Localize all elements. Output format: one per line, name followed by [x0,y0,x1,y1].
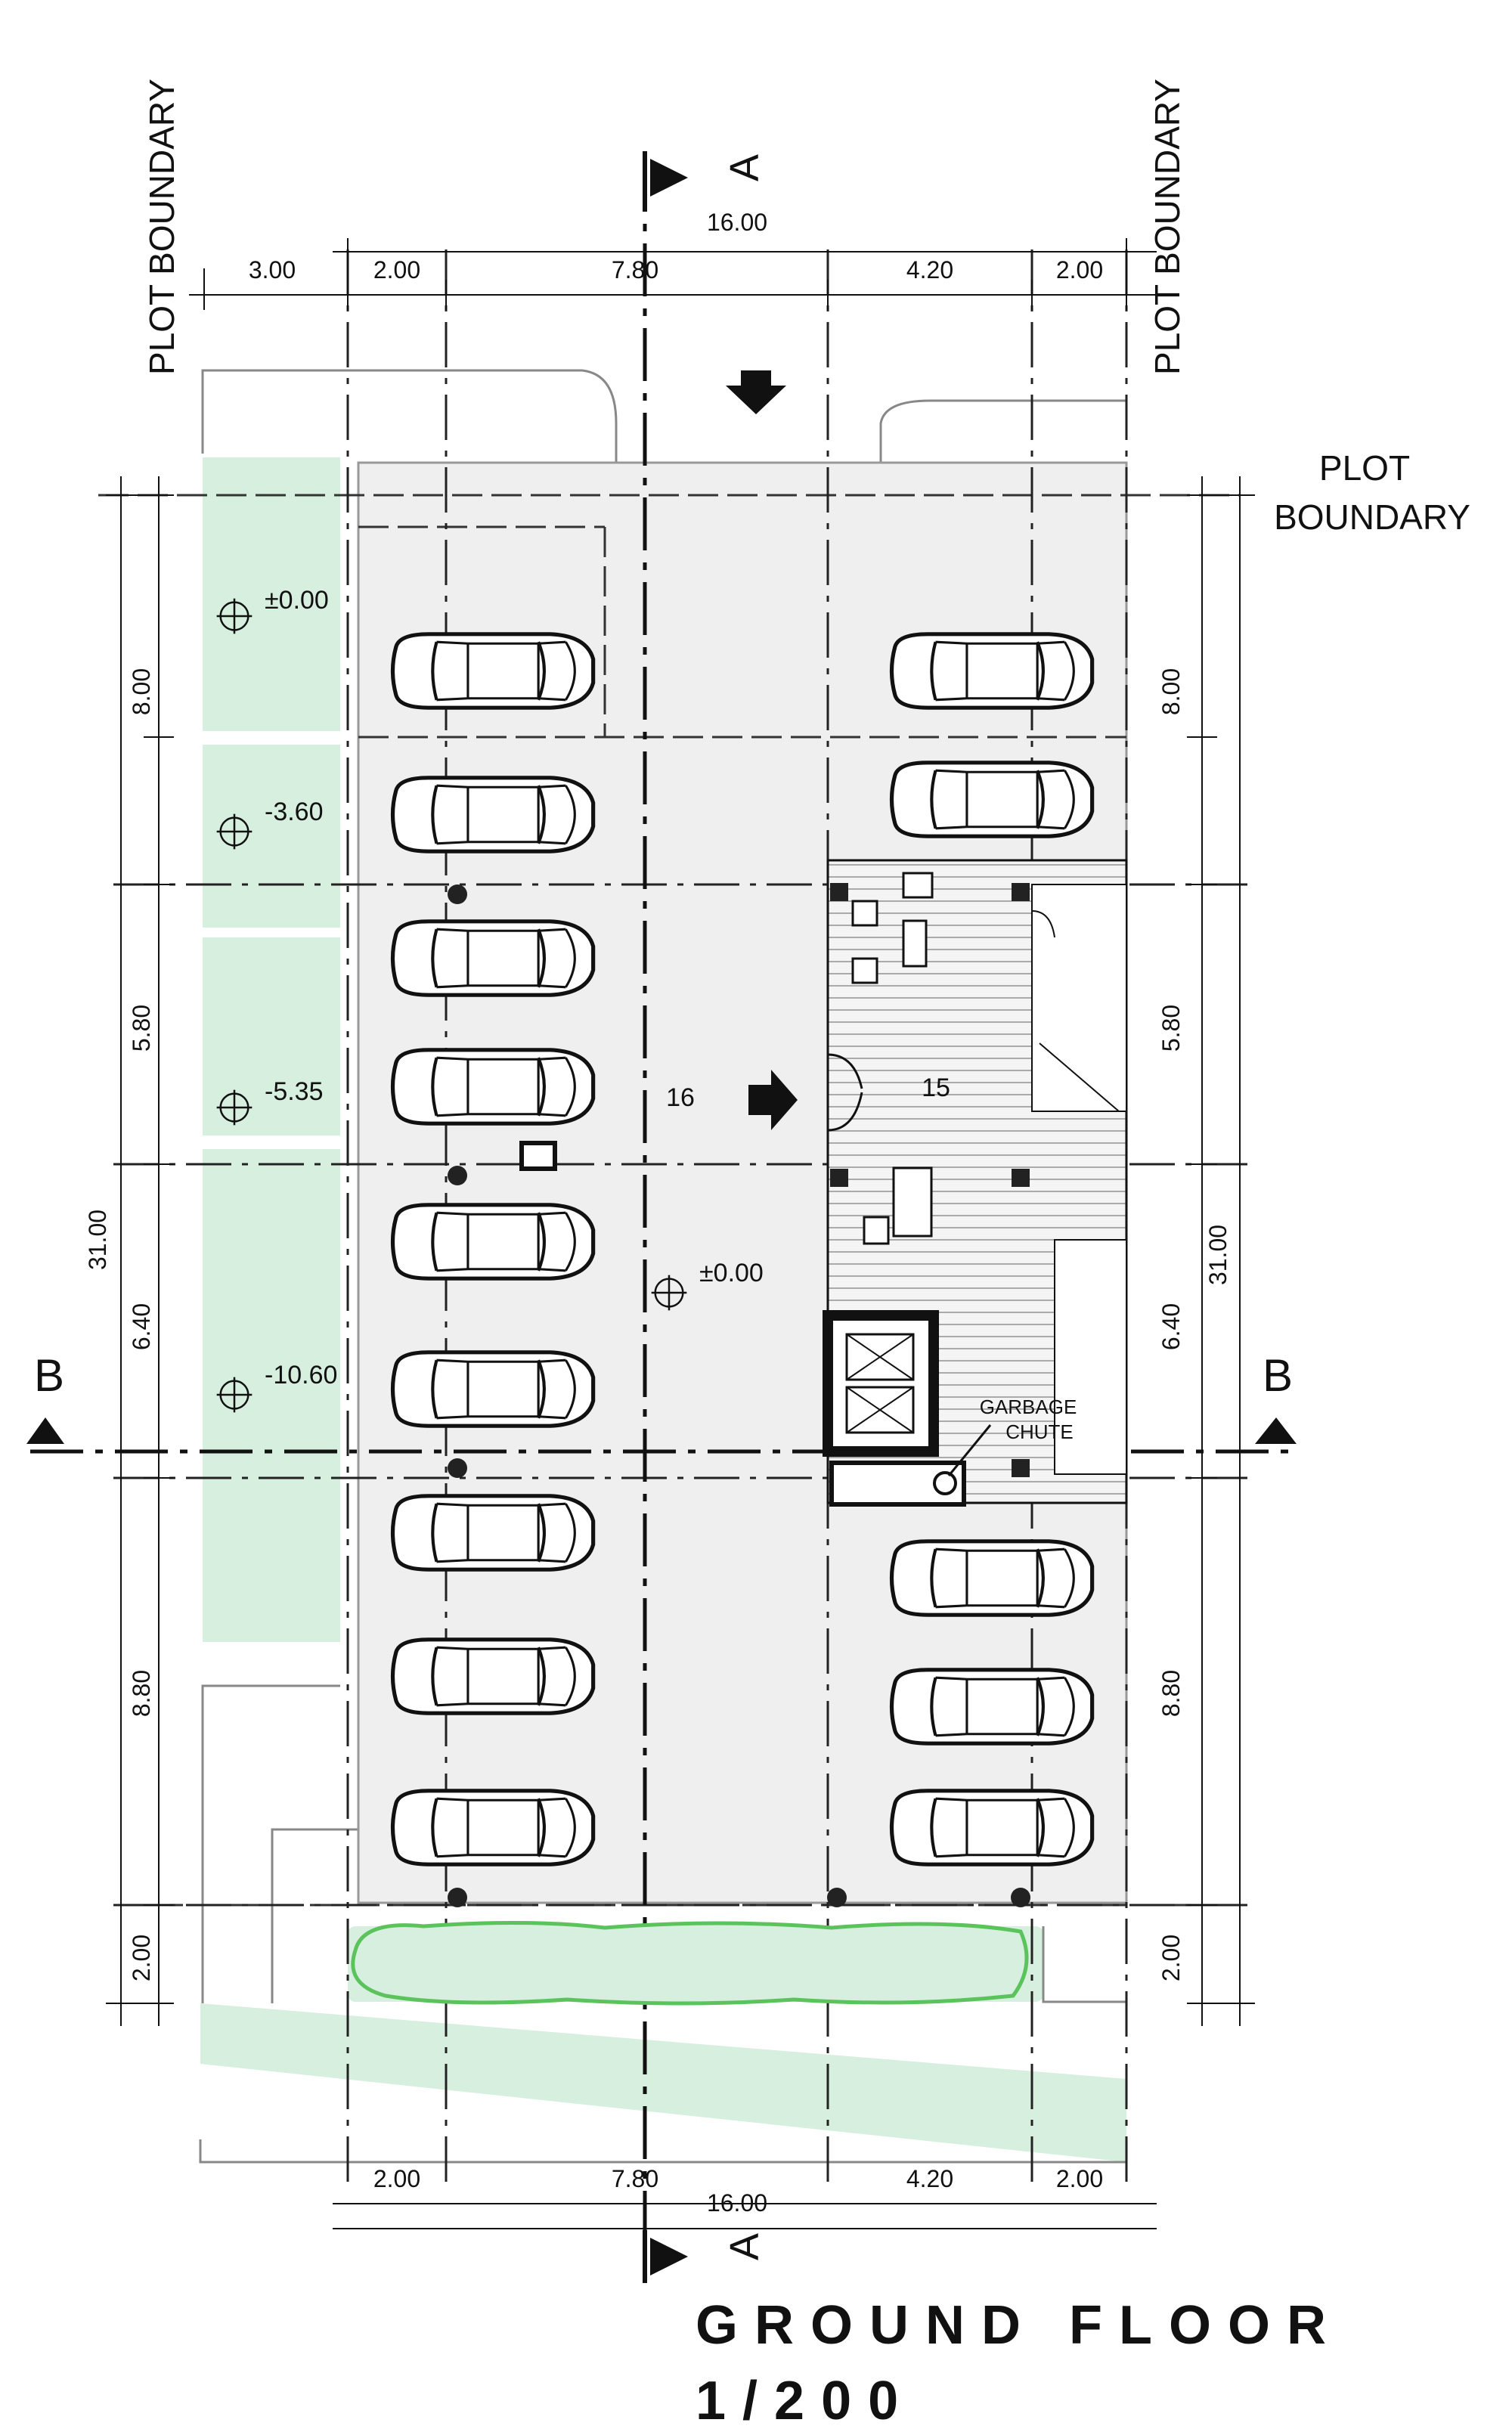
dim-left-3: 6.40 [128,1303,155,1350]
level-value: ±0.00 [265,586,329,615]
dim-bottom-3: 4.20 [906,2165,953,2192]
drawing-title: GROUND FLOOR [696,2295,1343,2356]
level-value: -5.35 [265,1077,324,1106]
entry-arrows [726,370,798,1130]
garbage-leader [947,1424,992,1476]
level-value: -3.60 [265,798,324,826]
dim-right-2: 5.80 [1157,1005,1185,1052]
dim-top-4: 4.20 [906,256,953,283]
utility-box [519,1141,557,1171]
dim-top-2: 2.00 [373,256,420,283]
dim-top-total: 16.00 [707,209,767,236]
plot-boundary-top-right: PLOT BOUNDARY [1148,79,1187,375]
dim-left-2: 5.80 [128,1005,155,1052]
plot-boundary-right-line2: BOUNDARY [1274,497,1470,537]
dim-left-4: 8.80 [128,1670,155,1717]
hedge [351,1920,1029,2006]
garbage-label-line2: CHUTE [1005,1420,1074,1443]
dim-bottom-2: 7.80 [612,2165,658,2192]
dim-top-3: 7.80 [612,256,658,283]
dim-left-5: 2.00 [128,1935,155,1981]
dim-right-1: 8.00 [1157,668,1185,715]
room-number-parking: 16 [666,1083,695,1112]
dim-top-5: 2.00 [1056,256,1103,283]
section-markers [26,151,1297,2283]
dim-left-total: 31.00 [84,1210,111,1270]
section-a-label-bottom: A [722,2233,767,2260]
plot-boundary-left: PLOT BOUNDARY [142,79,181,375]
dim-bottom-1: 2.00 [373,2165,420,2192]
plot-boundary-right-line1: PLOT [1319,448,1410,488]
drawing-scale: 1/200 [696,2371,915,2431]
section-b-label-left: B [34,1350,64,1401]
dim-left-1: 8.00 [128,668,155,715]
garbage-label-line1: GARBAGE [980,1396,1077,1418]
dim-bottom-4: 2.00 [1056,2165,1103,2192]
dim-right-5: 2.00 [1157,1935,1185,1981]
dim-bottom-total: 16.00 [707,2189,767,2217]
level-value: ±0.00 [699,1259,764,1287]
section-b-label-right: B [1263,1350,1293,1401]
section-a-label-top: A [722,154,767,181]
dimension-lines [106,238,1255,2229]
dim-top-1: 3.00 [249,256,296,283]
dim-right-total: 31.00 [1204,1225,1232,1285]
level-value: -10.60 [265,1361,337,1389]
lobby-core [823,859,1128,1507]
room-number-lobby: 15 [922,1073,950,1102]
dim-right-3: 6.40 [1157,1303,1185,1350]
dim-right-4: 8.80 [1157,1670,1185,1717]
columns [448,883,1030,1907]
